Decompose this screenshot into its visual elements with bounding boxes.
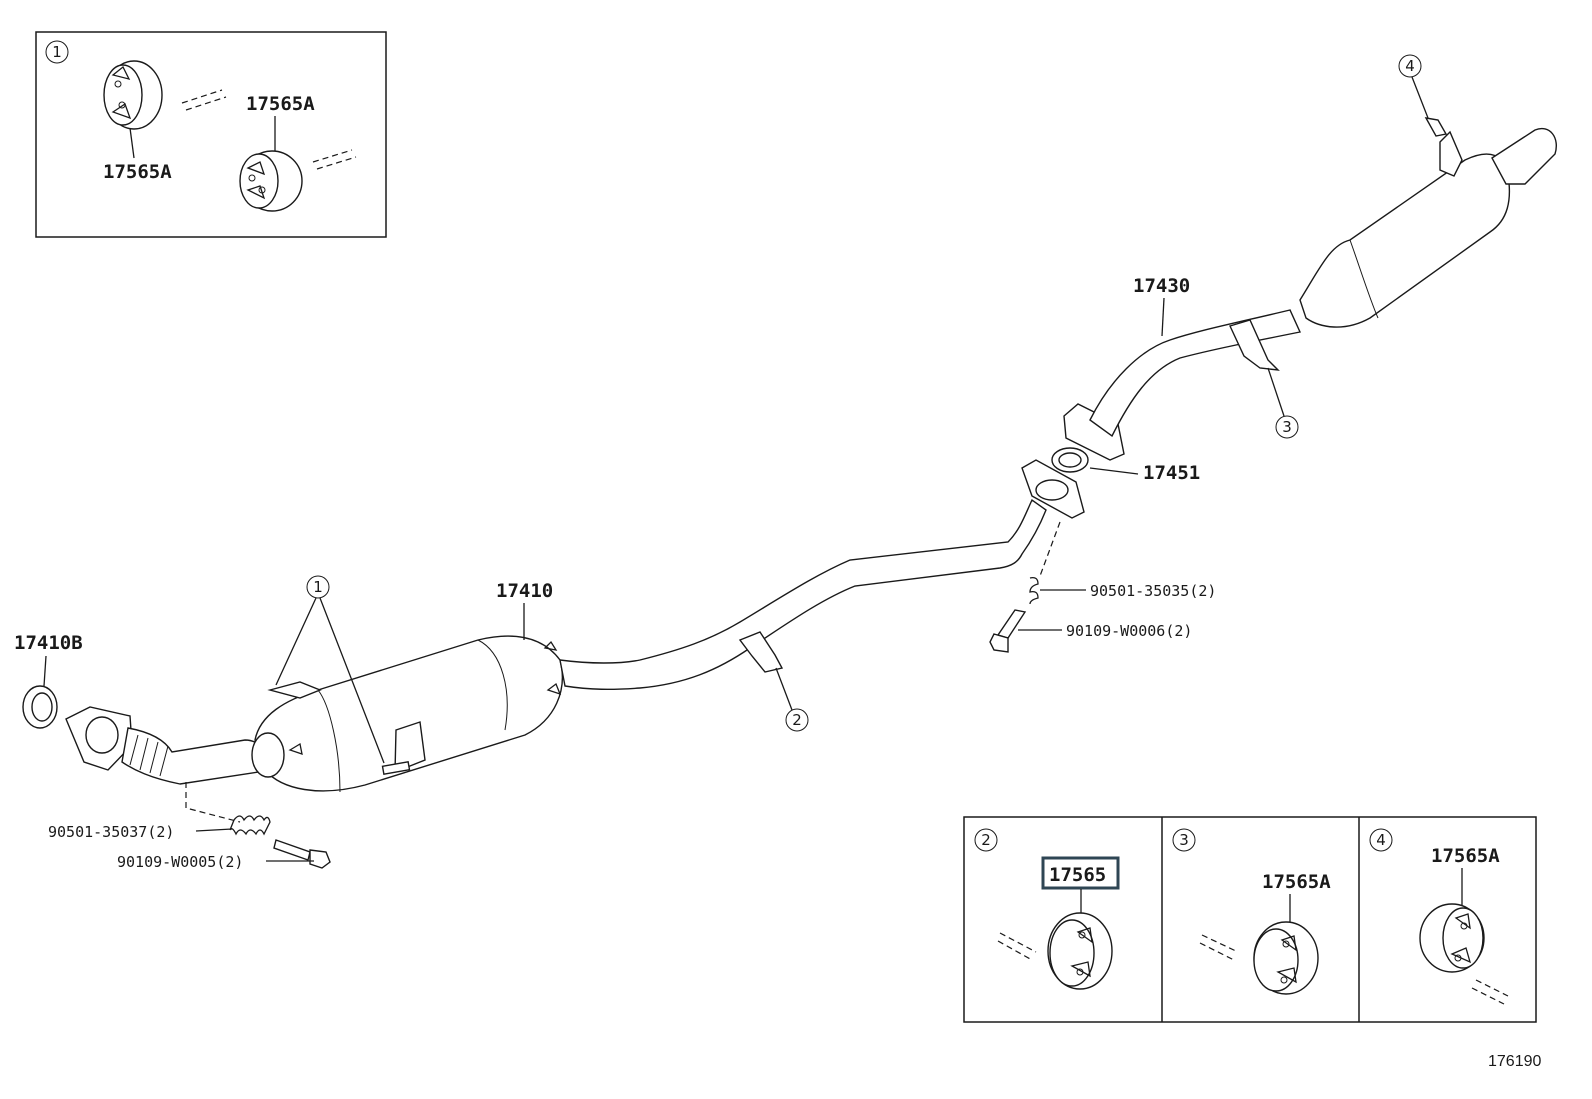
hanger-17565a-panel4-icon[interactable] [1419,903,1485,973]
inset-panel-3: 3 17565A [1172,828,1331,995]
callout-circle-2-main [785,708,809,732]
label-17565[interactable]: 17565 [1049,864,1106,886]
label-90501-35035: 90501-35035(2) [1090,582,1216,600]
spring-90501-35037-icon[interactable] [229,815,271,836]
callout-circle-3-inset [1172,828,1196,852]
callout-3-main: 3 [1282,418,1292,436]
callout-3-inset: 3 [1179,831,1189,849]
label-17565a-inset1-upper: 17565A [246,93,315,115]
callout-circle-4-main [1398,54,1422,78]
figure-number: 176190 [1488,1053,1541,1070]
hanger-17565-icon[interactable] [1047,912,1113,990]
label-17410: 17410 [496,580,553,602]
mid-flange-icon[interactable] [1021,459,1085,519]
callout-circle-2-inset [974,828,998,852]
hanger-17565a-panel3-icon[interactable] [1253,921,1319,995]
inset-box-bottom [963,816,1537,1023]
bolt-90109-w0005-icon[interactable] [273,839,331,869]
front-pipe-17410-icon[interactable] [65,498,1047,793]
callout-circle-3-main [1275,415,1299,439]
highlight-box-17565 [1041,856,1120,890]
hanger-17565a-upper-icon[interactable] [103,60,163,130]
label-17565a-panel4: 17565A [1431,845,1500,867]
gasket-17410b-icon[interactable] [22,685,58,729]
callout-4-inset: 4 [1376,831,1386,849]
hanger-17565a-lower-icon[interactable] [239,150,303,212]
label-17565a-inset1-lower: 17565A [103,161,172,183]
callout-2-inset: 2 [981,831,991,849]
label-17430: 17430 [1133,275,1190,297]
callout-circle-4-inset [1369,828,1393,852]
inset-panel-2: 2 17565 [974,828,1120,990]
bolt-90109-w0006-icon[interactable] [989,609,1027,653]
callout-1-main: 1 [313,578,323,596]
spring-90501-35035-icon[interactable] [1029,576,1039,605]
inset-box-1: 1 17565A 17565A [35,31,387,238]
label-90109-w0005: 90109-W0005(2) [117,853,243,871]
tailpipe-muffler-17430-icon[interactable] [1063,127,1557,461]
label-17451: 17451 [1143,462,1200,484]
callout-circle-1-main [306,575,330,599]
label-17410b: 17410B [14,632,83,654]
label-90109-w0006: 90109-W0006(2) [1066,622,1192,640]
callout-2-main: 2 [792,711,802,729]
callout-1-inset: 1 [52,43,62,61]
label-90501-35037: 90501-35037(2) [48,823,174,841]
gasket-17451-icon[interactable] [1051,447,1089,473]
inset-panel-4: 4 17565A [1369,828,1509,1005]
callout-circle-1-inset [45,40,69,64]
callout-4-main: 4 [1405,57,1415,75]
label-17565a-panel3: 17565A [1262,871,1331,893]
